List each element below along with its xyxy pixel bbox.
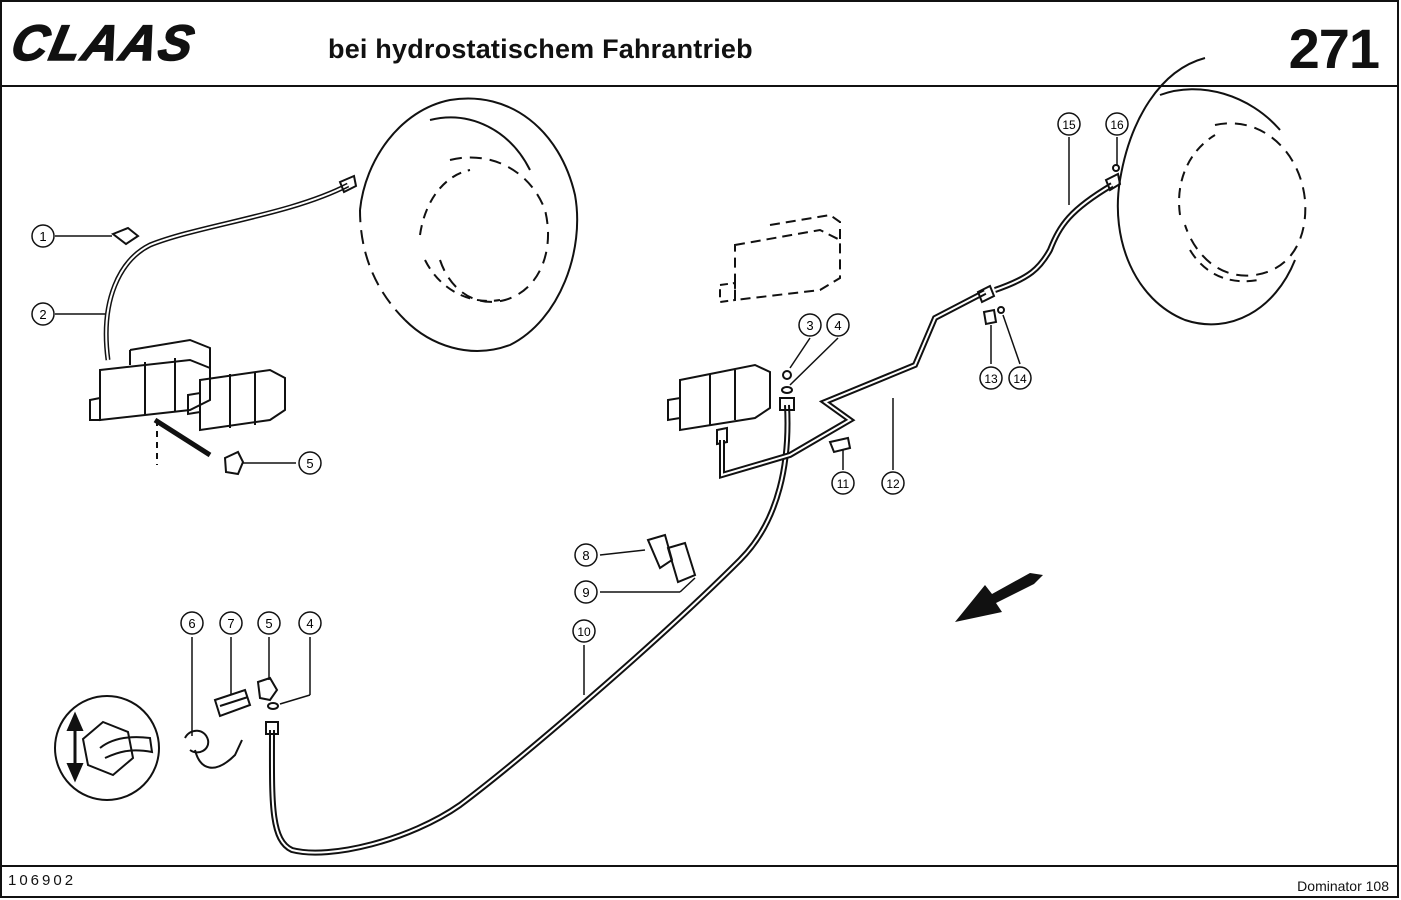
callout-10: 10 bbox=[572, 619, 596, 643]
part-11-clip bbox=[828, 436, 852, 454]
line-10-fitting-top bbox=[779, 397, 795, 411]
callout-label: 9 bbox=[582, 585, 589, 600]
left-valve-block bbox=[89, 338, 286, 465]
page-number: 271 bbox=[1288, 17, 1380, 80]
callout-label: 7 bbox=[227, 616, 234, 631]
callout-6: 6 bbox=[180, 611, 204, 635]
part-16-ring bbox=[1112, 164, 1120, 172]
part-7-coupling bbox=[213, 688, 252, 718]
claas-logo: CLAAS bbox=[10, 18, 202, 66]
callout-8: 8 bbox=[574, 543, 598, 567]
callout-label: 8 bbox=[582, 548, 589, 563]
callout-label: 16 bbox=[1110, 118, 1124, 132]
callout-label: 4 bbox=[834, 318, 841, 333]
part-13-nut bbox=[982, 308, 998, 326]
callout-label: 10 bbox=[577, 625, 591, 639]
part-9-clamp bbox=[666, 541, 697, 584]
hose-line-15 bbox=[994, 182, 1114, 293]
callout-label: 5 bbox=[265, 616, 272, 631]
part-3-seal bbox=[782, 370, 792, 380]
part-5-elbow-lower bbox=[256, 676, 279, 702]
callout-label: 2 bbox=[39, 307, 46, 322]
callout-label: 11 bbox=[837, 477, 850, 491]
hose-fitting bbox=[338, 174, 358, 194]
brand-wordmark: CLAAS bbox=[10, 18, 201, 66]
page-title: bei hydrostatischem Fahrantrieb bbox=[328, 34, 753, 64]
callout-label: 3 bbox=[806, 318, 813, 333]
callout-12: 12 bbox=[881, 471, 905, 495]
callout-label: 6 bbox=[188, 616, 195, 631]
callout-label: 4 bbox=[306, 616, 313, 631]
callout-13: 13 bbox=[979, 366, 1003, 390]
callout-5-lower: 5 bbox=[257, 611, 281, 635]
callouts: 1 2 3 4 5 6 7 5 4 8 9 10 11 12 13 14 15 … bbox=[31, 112, 1129, 643]
callout-1: 1 bbox=[31, 224, 55, 248]
callout-3: 3 bbox=[798, 313, 822, 337]
callout-4: 4 bbox=[826, 313, 850, 337]
callout-label: 13 bbox=[984, 372, 998, 386]
callout-9: 9 bbox=[574, 580, 598, 604]
part-4-ring bbox=[781, 386, 793, 394]
callout-4-lower: 4 bbox=[298, 611, 322, 635]
direction-arrow-icon bbox=[955, 573, 1043, 622]
line-15-fitting bbox=[976, 284, 996, 304]
callout-2: 2 bbox=[31, 302, 55, 326]
left-wheel-drawing bbox=[359, 97, 579, 352]
callout-11: 11 bbox=[831, 471, 855, 495]
line-15-fitting-end bbox=[1104, 172, 1122, 192]
callout-label: 14 bbox=[1013, 372, 1027, 386]
pipe-line-12 bbox=[719, 289, 987, 480]
part-6-cap bbox=[184, 729, 243, 769]
drawing-number: 106902 bbox=[8, 872, 77, 889]
part-5-elbow bbox=[223, 450, 245, 476]
callout-label: 15 bbox=[1062, 118, 1076, 132]
right-wheel-drawing bbox=[1116, 57, 1307, 326]
line-10-fitting-bottom bbox=[265, 721, 279, 735]
callout-16: 16 bbox=[1105, 112, 1129, 136]
part-1-clamp bbox=[110, 226, 140, 246]
callout-14: 14 bbox=[1008, 366, 1032, 390]
callout-label: 12 bbox=[886, 477, 900, 491]
part-14-ring bbox=[997, 306, 1005, 314]
center-valve-block bbox=[667, 213, 841, 446]
callout-label: 1 bbox=[39, 229, 46, 244]
callout-label: 5 bbox=[306, 456, 313, 471]
hose-line-10 bbox=[268, 404, 791, 856]
callout-5: 5 bbox=[298, 451, 322, 475]
callout-leaders bbox=[55, 137, 1118, 736]
hose-line-2 bbox=[103, 182, 350, 361]
model-name: Dominator 108 bbox=[1297, 878, 1389, 894]
part-4-ring-lower bbox=[267, 702, 279, 710]
callout-7: 7 bbox=[219, 611, 243, 635]
lubrication-symbol-icon bbox=[54, 695, 160, 801]
callout-15: 15 bbox=[1057, 112, 1081, 136]
